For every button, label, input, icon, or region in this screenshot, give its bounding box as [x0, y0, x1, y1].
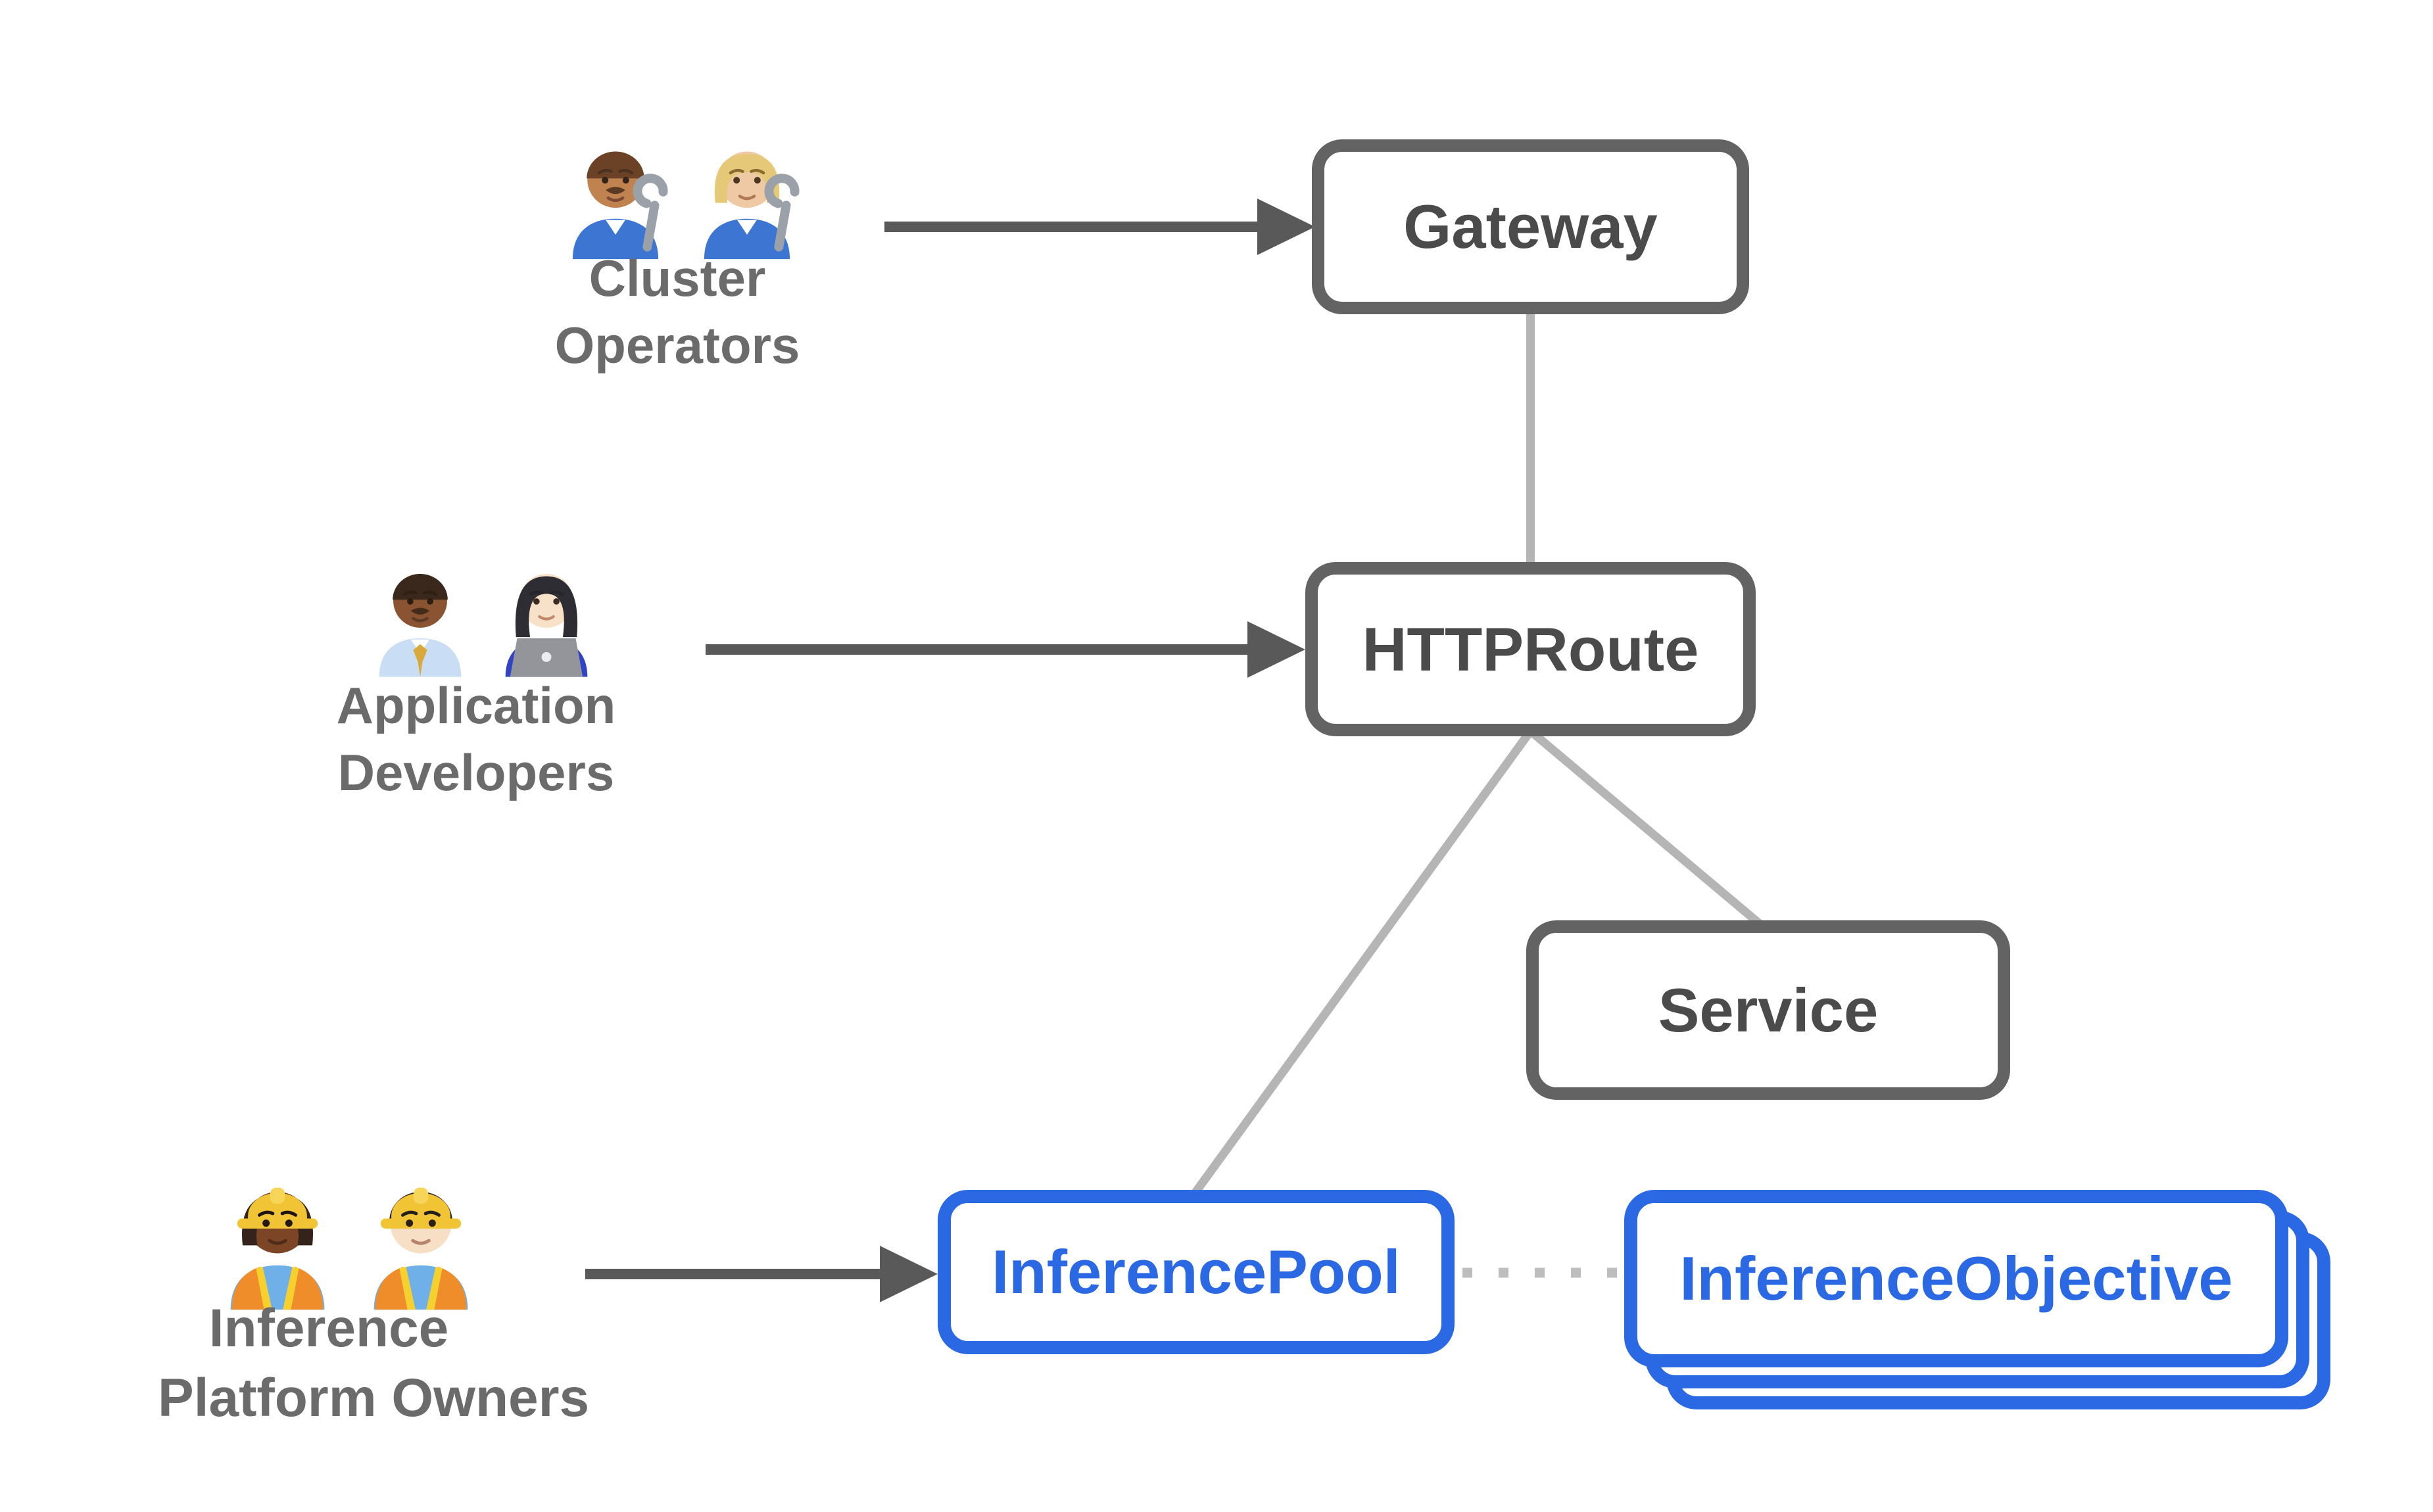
woman-technologist-icon — [488, 546, 605, 677]
man-office-worker-icon — [362, 546, 479, 677]
woman-mechanic-icon — [686, 122, 808, 260]
node-inferenceobjective-label: InferenceObjective — [1679, 1244, 2233, 1313]
node-httproute-label: HTTPRoute — [1362, 614, 1699, 684]
man-mechanic-icon — [554, 122, 677, 260]
node-inferenceobjective: InferenceObjective — [1624, 1190, 2288, 1367]
cluster-operators-label-line2: Operators — [554, 316, 800, 374]
cluster-operators-icons — [554, 122, 808, 260]
inference-platform-owners-label-line2: Platform Owners — [158, 1368, 590, 1428]
node-service: Service — [1526, 920, 2010, 1100]
node-gateway-label: Gateway — [1403, 192, 1658, 261]
node-inferencepool-label: InferencePool — [992, 1237, 1401, 1306]
application-developers-icons — [362, 546, 605, 677]
node-inferencepool: InferencePool — [938, 1190, 1455, 1354]
node-httproute: HTTPRoute — [1305, 562, 1756, 736]
arrow-cluster-operators-to-gateway — [884, 199, 1315, 255]
woman-construction-worker-icon — [210, 1159, 345, 1310]
edge-httproute-service — [1528, 728, 1768, 932]
node-service-label: Service — [1658, 975, 1879, 1045]
node-gateway: Gateway — [1312, 139, 1749, 314]
application-developers-label-line1: Application — [336, 676, 616, 734]
application-developers-label-line2: Developers — [337, 744, 615, 801]
application-developers-label: Application Developers — [312, 672, 640, 806]
cluster-operators-label-line1: Cluster — [589, 249, 766, 307]
arrow-inference-platform-owners-to-inferencepool — [585, 1246, 938, 1302]
inference-platform-owners-icons — [210, 1159, 488, 1310]
cluster-operators-label: Cluster Operators — [513, 245, 842, 379]
inference-platform-owners-label-line1: Inference — [208, 1298, 449, 1358]
edge-httproute-inferencepool — [1188, 728, 1534, 1200]
arrow-application-developers-to-httproute — [706, 621, 1305, 678]
inference-platform-owners-label: Inference Platform Owners — [158, 1294, 590, 1433]
man-construction-worker-icon — [354, 1159, 488, 1310]
